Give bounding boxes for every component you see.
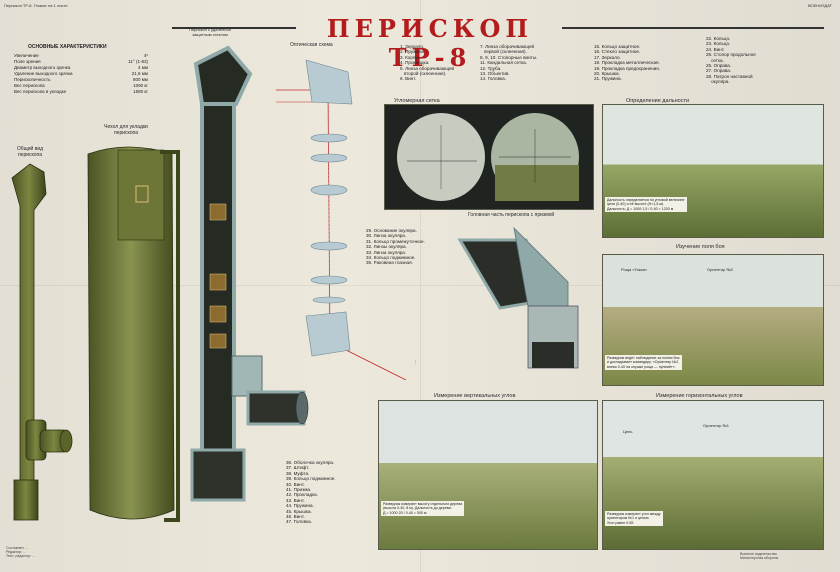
combat-label-b: Ориентир №2 bbox=[707, 267, 733, 272]
parts-list-col5: 29. Основание окуляра. 30. Линза окуляра… bbox=[366, 228, 425, 266]
footer-right: Военное издательство Министерства оборон… bbox=[740, 552, 779, 560]
combat-panel-label: Изучение поля боя bbox=[676, 244, 725, 250]
horizontal-angles-caption: Разведчик измеряет угол между ориентиром… bbox=[605, 511, 663, 527]
general-view-label: Общий вид перископа bbox=[16, 146, 44, 158]
vertical-angles-caption: Разведчик измеряет высоту отдельного дер… bbox=[381, 501, 465, 517]
reticle-label: Угломерная сетка bbox=[394, 98, 440, 104]
vertical-angles-panel: Разведчик измеряет высоту отдельного дер… bbox=[378, 400, 598, 550]
vertical-angles-label: Измерение вертикальных углов bbox=[434, 393, 516, 399]
optical-scheme-label: Оптическая схема bbox=[290, 42, 333, 48]
horizontal-angles-panel: Цель Ориентир №1 Разведчик измеряет угол… bbox=[602, 400, 824, 550]
periscope-case-illustration bbox=[87, 146, 180, 522]
header-right: ВОЕНИЗДАТ bbox=[807, 3, 832, 8]
horizontal-label-a: Цель bbox=[623, 429, 633, 434]
horizontal-angles-label: Измерение горизонтальных углов bbox=[656, 393, 743, 399]
parts-list-col2: 7. Линза оборачивающей первой (склеенная… bbox=[480, 44, 538, 82]
range-panel-caption: Дальность определяется по угловой величи… bbox=[605, 197, 687, 213]
poster-title: ПЕРИСКОП ТР-8 bbox=[326, 14, 534, 72]
title-rule-left bbox=[172, 27, 296, 29]
head-label: Головная часть перископа с призмой bbox=[468, 212, 555, 218]
specs-heading: ОСНОВНЫЕ ХАРАКТЕРИСТИКИ bbox=[28, 44, 107, 50]
combat-panel-caption: Разведчик ведёт наблюдение за полем боя … bbox=[605, 355, 682, 371]
case-label: Чехол для укладки перископа bbox=[104, 124, 148, 136]
combat-label-a: Роща «Узкая» bbox=[621, 267, 648, 272]
reticle-panel bbox=[384, 104, 594, 210]
combat-panel: Роща «Узкая» Ориентир №2 Разведчик ведёт… bbox=[602, 254, 824, 386]
cutaway-label: Перископ с удалённой защитным стеклом bbox=[189, 27, 231, 37]
range-panel-label: Определение дальности bbox=[626, 98, 690, 104]
reticle-views bbox=[397, 113, 579, 201]
range-panel: Дальность определяется по угловой величи… bbox=[602, 104, 824, 238]
horizontal-label-b: Ориентир №1 bbox=[703, 423, 729, 428]
title-rule-right bbox=[562, 27, 824, 29]
optical-scheme-diagram bbox=[276, 59, 416, 380]
footer-left: Составлен: ... Редактор: ... Техн. редак… bbox=[6, 546, 36, 558]
parts-list-col3: 15. Кольцо защитное. 16. Стекло защитное… bbox=[594, 44, 661, 82]
fold-line-vertical bbox=[420, 0, 421, 572]
fold-line-horizontal bbox=[0, 285, 840, 286]
periscope-cutaway-illustration bbox=[190, 45, 309, 502]
parts-list-col6: 36. Оболочка окуляра. 37. Штифт. 38. Муф… bbox=[286, 460, 336, 525]
periscope-exterior-illustration bbox=[11, 163, 73, 521]
parts-list-col4: 22. Кольцо. 23. Кольцо. 24. Винт. 25. Ст… bbox=[706, 36, 756, 85]
parts-list-col1: 1. Зеркало. 2. Пружина. 3. Корпус. 4. Пр… bbox=[400, 44, 455, 82]
periscope-head-section bbox=[457, 226, 579, 369]
header-left: Перископ ТР-8. Плакат на 1 листе bbox=[4, 3, 68, 8]
